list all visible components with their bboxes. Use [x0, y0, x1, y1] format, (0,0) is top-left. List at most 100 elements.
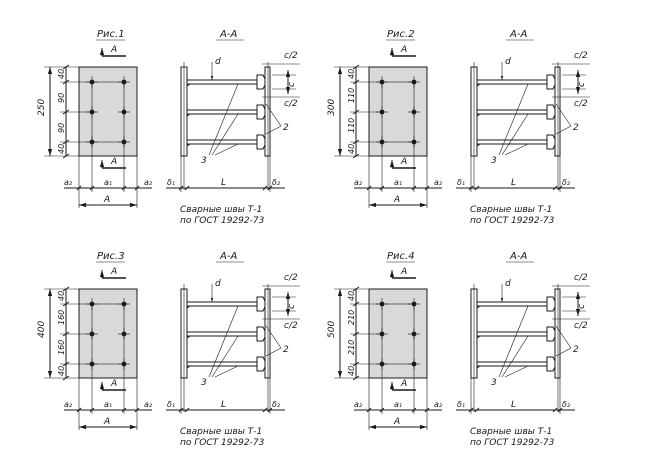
callout-studs: 3: [491, 378, 497, 388]
section-weld: [476, 335, 481, 339]
callout-3-leader: [211, 335, 239, 378]
dim-a2-right: a₂: [434, 178, 443, 187]
section-stud-head-2: [546, 326, 556, 342]
dim-c-half-top: с/2: [574, 273, 588, 283]
section-cover-plate: [554, 66, 561, 157]
dim-c-half-bottom: с/2: [284, 99, 298, 109]
section-stud-head-2: [256, 326, 266, 342]
dim-tick: [379, 185, 385, 191]
figure-caption: Рис.2: [387, 29, 415, 40]
dim-delta2: δ₂: [562, 400, 571, 409]
dim-tick: [474, 185, 480, 191]
callout-2-leader: [265, 125, 282, 135]
dim-segment-4: 40: [57, 144, 66, 154]
dim-L: L: [511, 178, 516, 188]
dim-tick: [366, 407, 372, 413]
section-stud-head-3: [256, 356, 266, 372]
dim-segment-2: 90: [57, 93, 66, 103]
dim-tick: [262, 407, 268, 413]
callout-2-leader: [265, 103, 282, 127]
section-cover-plate: [264, 288, 271, 379]
dim-tick: [89, 407, 95, 413]
callout-3-leader: [498, 305, 529, 378]
cut-marker-top: А: [400, 267, 407, 277]
dim-c-label: с: [287, 82, 297, 87]
weld-note-line1: Сварные швы Т-1: [180, 427, 262, 437]
section-stud-head-3: [546, 134, 556, 150]
dim-tick: [474, 407, 480, 413]
cut-marker-bottom: А: [400, 379, 407, 389]
dim-a1: a₁: [394, 400, 402, 409]
weld-note-line1: Сварные швы Т-1: [180, 205, 262, 215]
figure-caption: Рис.3: [97, 251, 125, 262]
dim-total-height-label: 300: [327, 99, 337, 116]
dim-tick: [62, 331, 70, 337]
dim-tick: [366, 185, 372, 191]
callout-3-leader: [501, 113, 529, 156]
dim-tick: [468, 185, 474, 191]
dim-tick: [178, 185, 184, 191]
section-weld: [186, 83, 191, 87]
section-stud-3: [476, 361, 548, 367]
base-plate: [368, 288, 428, 379]
dim-tick: [267, 407, 273, 413]
dim-c-half-top: с/2: [284, 273, 298, 283]
dim-segment-1: 40: [57, 69, 66, 79]
section-stud-3: [476, 139, 548, 145]
dim-tick: [267, 185, 273, 191]
callout-3-leader: [214, 365, 239, 378]
callout-3-leader: [208, 305, 239, 378]
section-stud-3: [186, 139, 258, 145]
dim-tick: [62, 286, 70, 292]
callout-3-leader: [504, 365, 529, 378]
callout-2-leader: [265, 325, 282, 349]
dim-segment-4: 40: [347, 366, 356, 376]
dim-tick: [352, 153, 360, 159]
cut-marker-bottom: А: [400, 157, 407, 167]
dim-segment-3: 90: [57, 123, 66, 133]
cut-marker-top: А: [110, 267, 117, 277]
section-stud-head-3: [256, 134, 266, 150]
weld-note-line2: по ГОСТ 19292-73: [470, 216, 555, 226]
weld-note-line2: по ГОСТ 19292-73: [180, 438, 265, 448]
callout-3-leader: [211, 113, 239, 156]
dim-c-label: с: [287, 304, 297, 309]
section-label: А-А: [509, 251, 527, 262]
dim-tick: [424, 407, 430, 413]
section-weld: [186, 335, 191, 339]
callout-weld: 2: [573, 345, 579, 355]
dim-d-label: d: [505, 279, 511, 289]
cut-marker-top: А: [400, 45, 407, 55]
section-stud-head-1: [256, 74, 266, 90]
dim-total-height-label: 250: [37, 99, 47, 116]
dim-a2-right: a₂: [434, 400, 443, 409]
dim-a1: a₁: [104, 400, 112, 409]
dim-tick: [352, 64, 360, 70]
dim-tick: [424, 185, 430, 191]
dim-tick: [411, 407, 417, 413]
dim-tick: [557, 185, 563, 191]
dim-a2-right: a₂: [144, 400, 153, 409]
section-weld: [186, 143, 191, 147]
dim-tick: [379, 407, 385, 413]
dim-a2-left: a₂: [64, 178, 73, 187]
section-stud-2: [476, 109, 548, 115]
dim-c-label: с: [577, 82, 587, 87]
section-label: А-А: [509, 29, 527, 40]
dim-tick: [352, 139, 360, 145]
section-weld: [186, 113, 191, 117]
dim-tick: [411, 185, 417, 191]
section-weld: [476, 365, 481, 369]
dim-L: L: [221, 178, 226, 188]
section-stud-head-2: [256, 104, 266, 120]
dim-tick: [62, 139, 70, 145]
dim-A-label: A: [393, 195, 400, 205]
dim-a1: a₁: [104, 178, 112, 187]
dim-L: L: [511, 400, 516, 410]
dim-A-label: A: [103, 417, 110, 427]
dim-tick: [352, 301, 360, 307]
section-stud-head-1: [256, 296, 266, 312]
